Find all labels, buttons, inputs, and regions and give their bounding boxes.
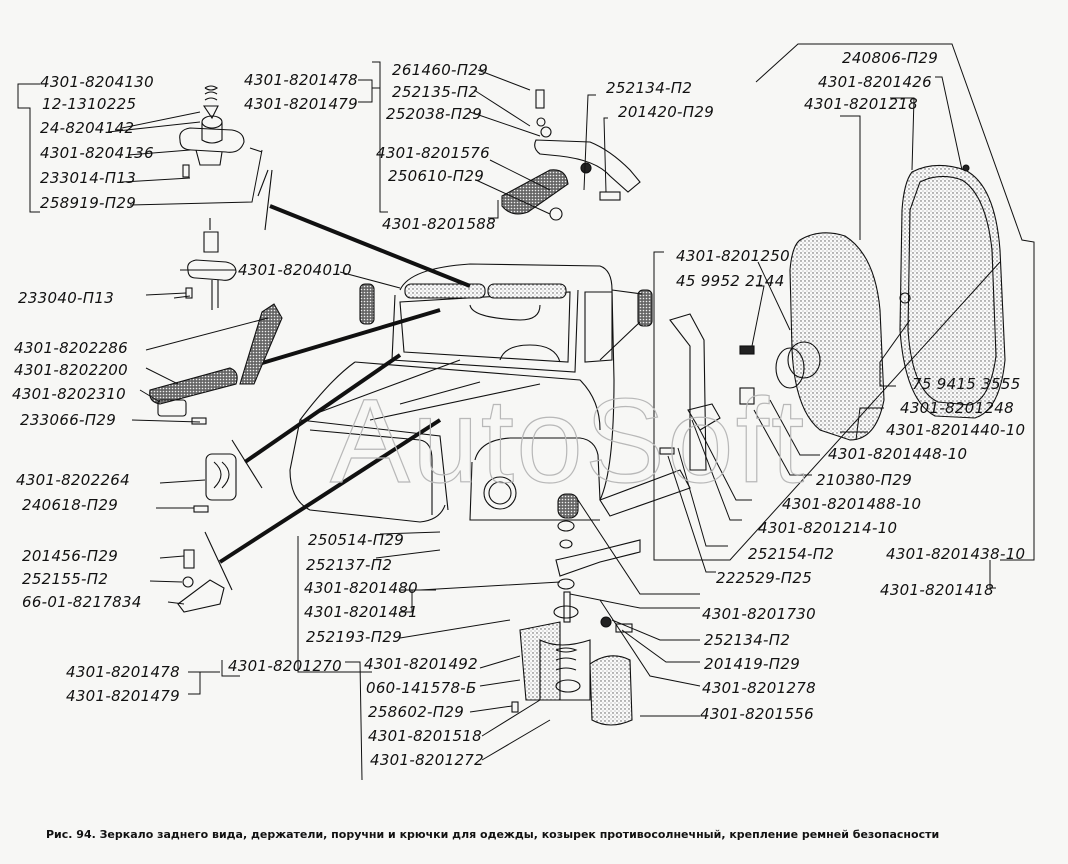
part-label: 4301-8201480 [304,579,418,597]
part-label: 4301-8201278 [702,679,816,697]
part-label: 4301-8204010 [238,261,352,279]
part-label: 4301-8201518 [368,727,482,745]
part-label: 258602-П29 [368,703,465,721]
part-label: 75 9415 3555 [912,375,1021,393]
cab-mirror-left [359,283,375,325]
part-label: 4301-8201478 [244,71,358,89]
part-label: 4301-8201214-10 [758,519,898,537]
part-label: 222529-П25 [716,569,813,587]
part-label: 24-8204142 [40,119,135,137]
part-label: 45 9952 2144 [676,272,785,290]
part-label: 252135-П2 [392,83,479,101]
part-label: 4301-8201479 [244,95,358,113]
part-label: 233040-П13 [18,289,115,307]
part-label: 4301-8204130 [40,73,154,91]
figure-caption: Рис. 94. Зеркало заднего вида, держатели… [46,828,940,841]
watermark: AutoSoft [329,373,807,508]
part-label: 4301-8201576 [376,144,490,162]
part-label: 210380-П29 [816,471,913,489]
part-label: 4301-8201588 [382,215,496,233]
part-label: 4301-8201479 [66,687,180,705]
part-label: 240618-П29 [22,496,119,514]
part-label: 4301-8201272 [370,751,484,769]
part-label: 252134-П2 [606,79,693,97]
part-label: 4301-8202200 [14,361,128,379]
part-label: 233066-П29 [20,411,117,429]
part-label: 252137-П2 [306,556,393,574]
truck-cab-drawing [289,263,615,523]
part-label: 4301-8201426 [818,73,932,91]
part-label: 233014-П13 [40,169,137,187]
part-label: 4301-8201218 [804,95,918,113]
part-label: 201419-П29 [704,655,801,673]
callout-leaders [17,43,1035,781]
seat-belt-anchor [511,493,641,726]
part-label: 4301-8201730 [702,605,816,623]
part-label: 4301-8202286 [14,339,128,357]
part-label: 252134-П2 [704,631,791,649]
part-label: 4301-8201248 [900,399,1014,417]
part-label: 4301-8201478 [66,663,180,681]
part-label: 240806-П29 [842,49,939,67]
part-label: 4301-8201481 [304,603,418,621]
part-label: 258919-П29 [40,194,137,212]
sun-visor-left [404,283,486,299]
cab-mirror-right [637,289,653,327]
rear-view-mirror [599,164,1006,517]
part-label: 4301-8201418 [880,581,994,599]
sun-visor-right [487,283,567,299]
part-label: 252154-П2 [748,545,835,563]
leader-bars [218,204,471,564]
grab-handles-left [149,303,283,613]
part-label: 261460-П29 [392,61,489,79]
part-label: 060-141578-Б [366,679,477,697]
part-label: 252038-П29 [386,105,483,123]
part-label: 250514-П29 [308,531,405,549]
coat-hook-assembly [179,85,263,310]
part-label: 4301-8202264 [16,471,130,489]
part-label: 12-1310225 [42,95,137,113]
part-label: 201420-П29 [618,103,715,121]
part-label: 4301-8204136 [40,144,154,162]
part-label: 4301-8201440-10 [886,421,1026,439]
part-label: 252193-П29 [306,628,403,646]
part-label: 250610-П29 [388,167,485,185]
part-label: 4301-8201438-10 [886,545,1026,563]
grab-handle-bracket [501,89,641,221]
part-label: 4301-8201448-10 [828,445,968,463]
part-label: 4301-8201556 [700,705,814,723]
part-label: 66-01-8217834 [22,593,142,611]
part-label: 201456-П29 [22,547,119,565]
part-label: 252155-П2 [22,570,109,588]
part-label: 4301-8201250 [676,247,790,265]
part-label: 4301-8201270 [228,657,342,675]
part-label: 4301-8201492 [364,655,478,673]
part-label: 4301-8201488-10 [782,495,922,513]
part-label: 4301-8202310 [12,385,126,403]
